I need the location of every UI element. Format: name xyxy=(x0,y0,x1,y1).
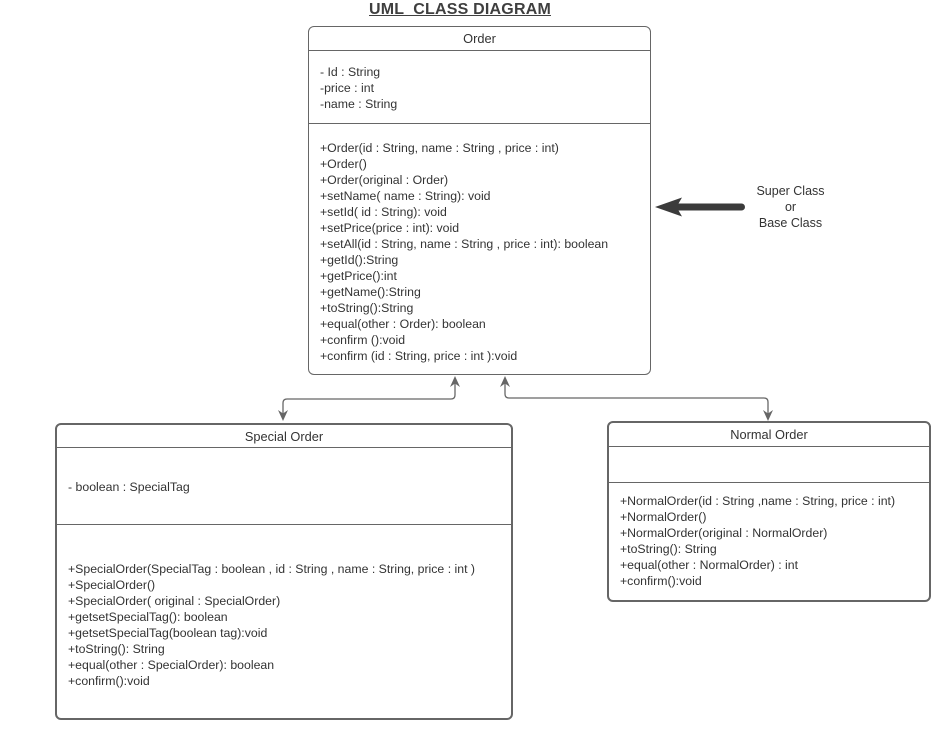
method-line: +getsetSpecialTag(): boolean xyxy=(68,610,228,624)
class-box-normal-order: Normal Order +NormalOrder(id : String ,n… xyxy=(607,421,931,602)
method-line: +confirm():void xyxy=(620,574,702,588)
diagram-title: UML CLASS DIAGRAM xyxy=(369,1,551,18)
method-line: +getsetSpecialTag(boolean tag):void xyxy=(68,626,268,640)
method-line: +NormalOrder(original : NormalOrder) xyxy=(620,526,828,540)
method-line: +confirm ():void xyxy=(320,333,406,347)
annotation-line: Base Class xyxy=(758,216,823,230)
method-line: +SpecialOrder(SpecialTag : boolean , id … xyxy=(68,562,476,576)
method-line: +SpecialOrder( original : SpecialOrder) xyxy=(68,594,281,608)
method-line: +equal(other : Order): boolean xyxy=(320,317,486,331)
method-line: +Order() xyxy=(320,157,367,171)
class-name-normal-order: Normal Order xyxy=(609,423,929,447)
method-line: +equal(other : NormalOrder) : int xyxy=(620,558,799,572)
attribute-line: - boolean : SpecialTag xyxy=(68,480,190,494)
method-line: +NormalOrder() xyxy=(620,510,707,524)
annotation-line: Super Class xyxy=(756,184,825,198)
class-name-order: Order xyxy=(309,27,650,51)
method-line: +equal(other : SpecialOrder): boolean xyxy=(68,658,275,672)
method-line: +setAll(id : String, name : String , pri… xyxy=(320,237,609,251)
method-line: +setId( id : String): void xyxy=(320,205,447,219)
method-line: +SpecialOrder() xyxy=(68,578,156,592)
attribute-line: -price : int xyxy=(320,81,374,95)
attribute-line: -name : String xyxy=(320,97,398,111)
method-line: +getName():String xyxy=(320,285,421,299)
method-line: +confirm (id : String, price : int ):voi… xyxy=(320,349,518,363)
attributes-section-special-order: - boolean : SpecialTag xyxy=(57,448,511,525)
method-line: +getPrice():int xyxy=(320,269,397,283)
class-box-special-order: Special Order - boolean : SpecialTag +Sp… xyxy=(55,423,513,720)
methods-section-normal-order: +NormalOrder(id : String ,name : String,… xyxy=(609,483,929,600)
arrowhead-up-right-icon xyxy=(500,376,510,387)
method-line: +Order(id : String, name : String , pric… xyxy=(320,141,559,155)
class-box-order: Order - Id : String -price : int -name :… xyxy=(308,26,651,375)
superclass-pointer-arrow-icon xyxy=(655,197,745,217)
arrowhead-up-left-icon xyxy=(450,376,460,387)
connector-order-to-normal-order xyxy=(504,379,769,416)
superclass-annotation: Super Class or Base Class xyxy=(733,183,848,231)
class-name-special-order: Special Order xyxy=(57,425,511,448)
method-line: +toString():String xyxy=(320,301,414,315)
attributes-section-normal-order xyxy=(609,447,929,483)
arrowhead-down-special-order-icon xyxy=(278,410,288,421)
method-line: +setPrice(price : int): void xyxy=(320,221,460,235)
attribute-line: - Id : String xyxy=(320,65,381,79)
method-line: +NormalOrder(id : String ,name : String,… xyxy=(620,494,896,508)
method-line: +setName( name : String): void xyxy=(320,189,491,203)
method-line: +getId():String xyxy=(320,253,399,267)
methods-section-special-order: +SpecialOrder(SpecialTag : boolean , id … xyxy=(57,525,511,718)
arrowhead-down-normal-order-icon xyxy=(763,410,773,421)
method-line: +Order(original : Order) xyxy=(320,173,449,187)
annotation-line: or xyxy=(784,200,797,214)
method-line: +toString(): String xyxy=(620,542,717,556)
methods-section-order: +Order(id : String, name : String , pric… xyxy=(309,124,650,374)
method-line: +toString(): String xyxy=(68,642,165,656)
attributes-section-order: - Id : String -price : int -name : Strin… xyxy=(309,51,650,124)
connector-order-to-special-order xyxy=(282,379,456,416)
method-line: +confirm():void xyxy=(68,674,150,688)
